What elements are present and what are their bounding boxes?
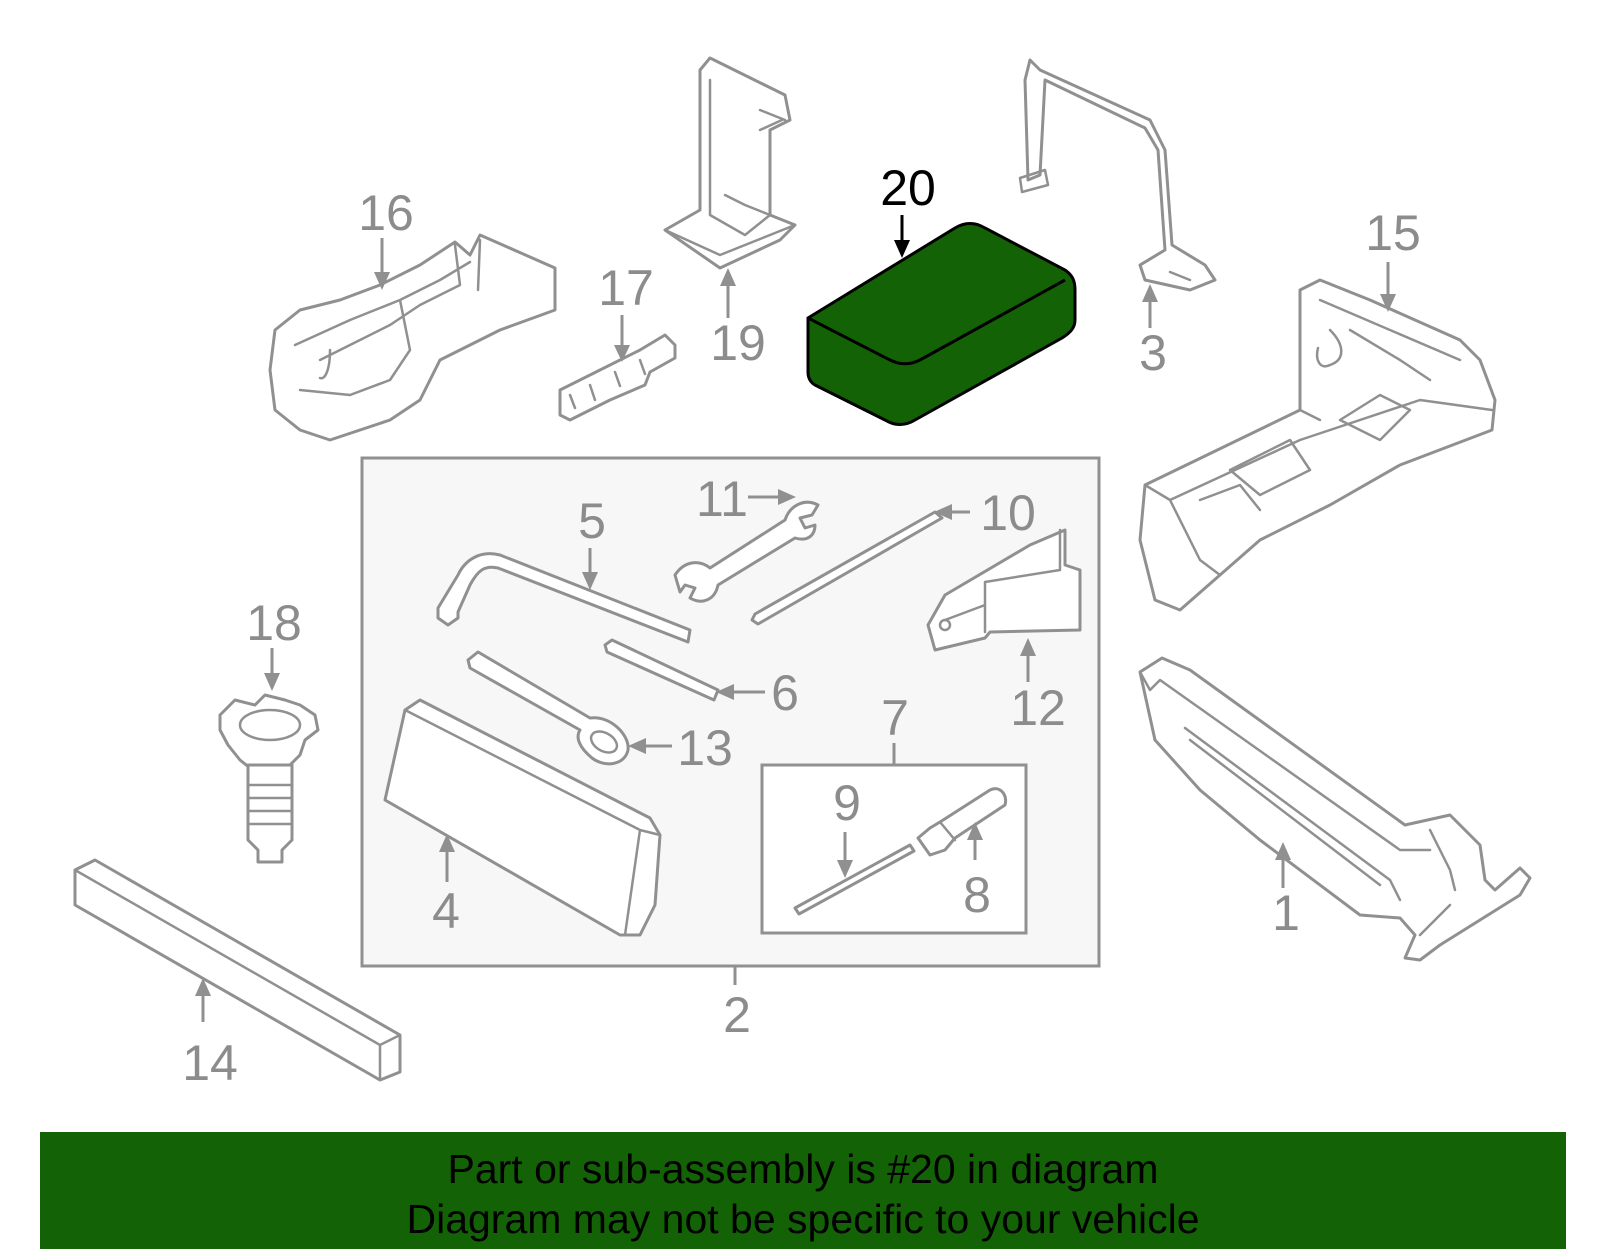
callout-20[interactable]: 20 <box>880 160 936 216</box>
banner-line-2: Diagram may not be specific to your vehi… <box>406 1196 1200 1242</box>
callout-2[interactable]: 2 <box>723 987 751 1043</box>
part-6-extension-bar[interactable] <box>603 638 720 702</box>
part-14-foam-strip[interactable] <box>73 858 402 1082</box>
callout-9[interactable]: 9 <box>833 775 861 831</box>
callout-14[interactable]: 14 <box>182 1035 238 1091</box>
part-11-open-wrench[interactable] <box>673 500 820 603</box>
part-8-handle[interactable] <box>916 787 1008 857</box>
callout-11[interactable]: 11 <box>696 471 748 527</box>
part-3-strap[interactable] <box>1018 58 1217 292</box>
callout-4[interactable]: 4 <box>432 883 460 939</box>
callout-5[interactable]: 5 <box>578 493 606 549</box>
part-1-jack[interactable] <box>1138 656 1532 962</box>
part-4-pouch[interactable] <box>383 698 662 937</box>
callout-8[interactable]: 8 <box>963 867 991 923</box>
part-15-trunk-tray[interactable] <box>1138 278 1497 612</box>
part-18-wing-bolt[interactable] <box>218 693 320 864</box>
part-12-bracket[interactable] <box>926 528 1082 652</box>
info-banner: Part or sub-assembly is #20 in diagram D… <box>40 1132 1566 1249</box>
part-17-clip[interactable] <box>558 333 677 422</box>
callout-15[interactable]: 15 <box>1365 205 1421 261</box>
part-16-wheel-well-insert[interactable] <box>268 233 557 442</box>
callout-3[interactable]: 3 <box>1139 325 1167 381</box>
callout-10[interactable]: 10 <box>980 485 1036 541</box>
callout-18[interactable]: 18 <box>246 595 302 651</box>
callout-12[interactable]: 12 <box>1010 680 1066 736</box>
callout-19[interactable]: 19 <box>710 315 766 371</box>
callout-6[interactable]: 6 <box>771 665 799 721</box>
part-10-rod[interactable] <box>750 510 944 626</box>
callout-13[interactable]: 13 <box>677 720 733 776</box>
part-19-spare-bracket[interactable] <box>663 56 797 270</box>
part-9-bit[interactable] <box>793 843 916 916</box>
callout-17[interactable]: 17 <box>598 260 654 316</box>
part-5-lug-wrench[interactable] <box>436 552 692 644</box>
banner-line-1: Part or sub-assembly is #20 in diagram <box>447 1146 1159 1192</box>
part-13-tow-eye[interactable] <box>466 650 630 766</box>
callout-1[interactable]: 1 <box>1272 885 1300 941</box>
part-20-foam-block[interactable] <box>806 222 1077 426</box>
callout-7[interactable]: 7 <box>881 690 909 746</box>
callout-16[interactable]: 16 <box>358 185 414 241</box>
